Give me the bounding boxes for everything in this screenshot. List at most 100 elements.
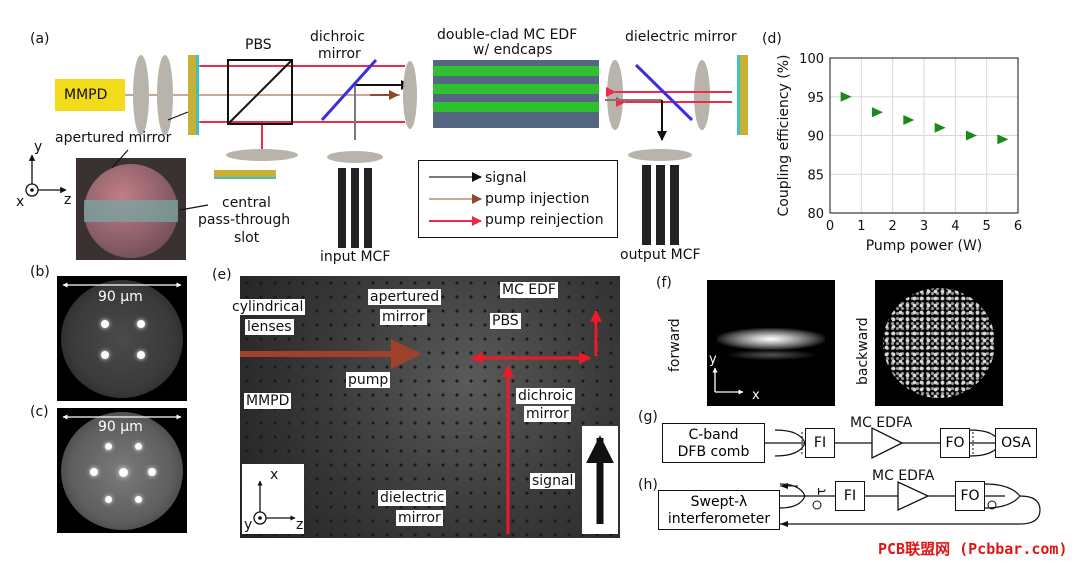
osa-box: OSA: [995, 428, 1037, 458]
y-axis-label: Coupling efficiency (%): [776, 55, 792, 217]
input-mcf-label: input MCF: [320, 249, 391, 265]
photo-label-dichroic-1: dichroic: [516, 388, 575, 404]
panel-label-e: (e): [212, 267, 232, 283]
data-point: [997, 134, 1009, 145]
dielectric-mirror: [740, 55, 748, 135]
legend-pump-injection: pump injection: [485, 191, 590, 207]
legend-box: signal pump injection pump reinjection: [418, 160, 618, 238]
interferometer-line1: Swept-λ: [690, 494, 748, 510]
scale-bar-c: [62, 414, 182, 420]
mode-image-c: [57, 408, 187, 533]
x-tick-label: 1: [857, 219, 865, 234]
y-tick-label: 80: [807, 207, 824, 222]
edfa-triangle-h: [897, 480, 930, 512]
lens-2: [157, 55, 173, 135]
lens-3: [403, 61, 417, 129]
photo-label-signal: signal: [530, 473, 576, 489]
dfb-comb-line2: DFB comb: [677, 444, 750, 460]
photo-label-cylindrical-1: cylindrical: [230, 299, 306, 315]
fo-box-g: FO: [940, 428, 970, 458]
y-tick-label: 90: [807, 130, 824, 145]
photo-label-apertured-2: mirror: [380, 309, 427, 325]
photo-label-dichroic-2: mirror: [524, 406, 571, 422]
photo-pointers: [111, 149, 209, 211]
pbs-label: PBS: [245, 37, 272, 53]
forward-axes: [712, 367, 744, 395]
central-label-1: central: [222, 195, 271, 211]
forward-axis-y: y: [709, 352, 717, 367]
photo-label-dielectric-1: dielectric: [378, 490, 447, 506]
photo-label-pump: pump: [346, 372, 391, 388]
forward-axis-x: x: [752, 388, 760, 403]
y-tick-label: 85: [807, 168, 824, 183]
mmpd-label: MMPD: [64, 87, 108, 103]
output-dichroic: [634, 63, 694, 122]
fi-box-g: FI: [805, 428, 835, 458]
legend-signal: signal: [485, 170, 527, 186]
backward-mode-image: [875, 280, 1003, 406]
photo-axis-y: y: [244, 517, 253, 533]
dichroic-mirror: [320, 58, 378, 122]
photo-axis-x: x: [270, 467, 279, 483]
apertured-mirror-photo: [76, 158, 186, 260]
apertured-mirror-label: apertured mirror: [55, 130, 172, 146]
mmpd-box: [55, 79, 125, 111]
panel-label-f: (f): [656, 275, 672, 291]
backward-label: backward: [855, 317, 871, 385]
data-point: [903, 115, 915, 125]
panel-label-h: (h): [638, 477, 658, 493]
watermark: PCB联盟网 (Pcbbar.com): [878, 540, 1068, 558]
scale-label-b: 90 μm: [98, 289, 143, 305]
x-tick-label: 2: [889, 219, 897, 234]
x-tick-label: 4: [951, 219, 959, 234]
dichroic-label-2: mirror: [318, 46, 361, 62]
photo-label-cylindrical-2: lenses: [245, 319, 294, 335]
photo-label-pbs: PBS: [490, 313, 521, 329]
data-point: [872, 107, 883, 118]
x-tick-label: 5: [983, 219, 991, 234]
axis-x-a: x: [16, 194, 25, 210]
edfa-triangle-g: [871, 426, 904, 460]
y-tick-label: 100: [799, 52, 824, 67]
scale-label-c: 90 μm: [98, 419, 143, 435]
dielectric-mirror-label: dielectric mirror: [625, 29, 737, 45]
input-mcf-lens: [327, 151, 383, 163]
pbs-cube: [227, 59, 293, 125]
forward-mode-image: [707, 280, 835, 406]
x-axis-label: Pump power (W): [866, 238, 983, 254]
mode-image-b: [57, 276, 187, 401]
output-mcf: [636, 165, 686, 245]
panel-label-c: (c): [30, 404, 49, 420]
apertured-mirror: [188, 55, 196, 135]
photo-axis-z: z: [296, 517, 304, 533]
data-point: [840, 91, 852, 102]
plot-frame: [829, 57, 1019, 214]
axis-z-a: z: [64, 192, 72, 208]
fiber-label-2: w/ endcaps: [473, 42, 553, 58]
x-tick-label: 6: [1014, 219, 1022, 234]
dfb-comb-box: C-band DFB comb: [662, 423, 765, 463]
dichroic-label-1: dichroic: [310, 29, 365, 45]
photo-label-dielectric-2: mirror: [396, 510, 443, 526]
panel-a-schematic: [25, 55, 748, 248]
pbs-output-lens: [226, 149, 298, 161]
data-point: [934, 122, 946, 133]
lens-1: [133, 55, 149, 135]
x-tick-label: 0: [826, 219, 834, 234]
fiber-label-1: double-clad MC EDF: [437, 27, 578, 43]
legend-pump-reinjection: pump reinjection: [485, 212, 604, 228]
forward-label: forward: [667, 318, 683, 372]
edfa-label-h: MC EDFA: [872, 468, 935, 484]
y-tick-label: 95: [807, 91, 824, 106]
fi-box-h: FI: [835, 481, 865, 511]
edfa-label-g: MC EDFA: [850, 415, 913, 431]
x-tick-label: 3: [920, 219, 928, 234]
photo-axes-box: [242, 464, 304, 534]
panel-label-b: (b): [30, 264, 50, 280]
central-label-3: slot: [234, 230, 260, 246]
scale-bar-b: [62, 282, 182, 288]
photo-label-mc-edf: MC EDF: [500, 282, 558, 298]
data-point: [966, 130, 977, 141]
photo-label-apertured-1: apertured: [368, 289, 442, 305]
lens-5: [694, 60, 710, 130]
